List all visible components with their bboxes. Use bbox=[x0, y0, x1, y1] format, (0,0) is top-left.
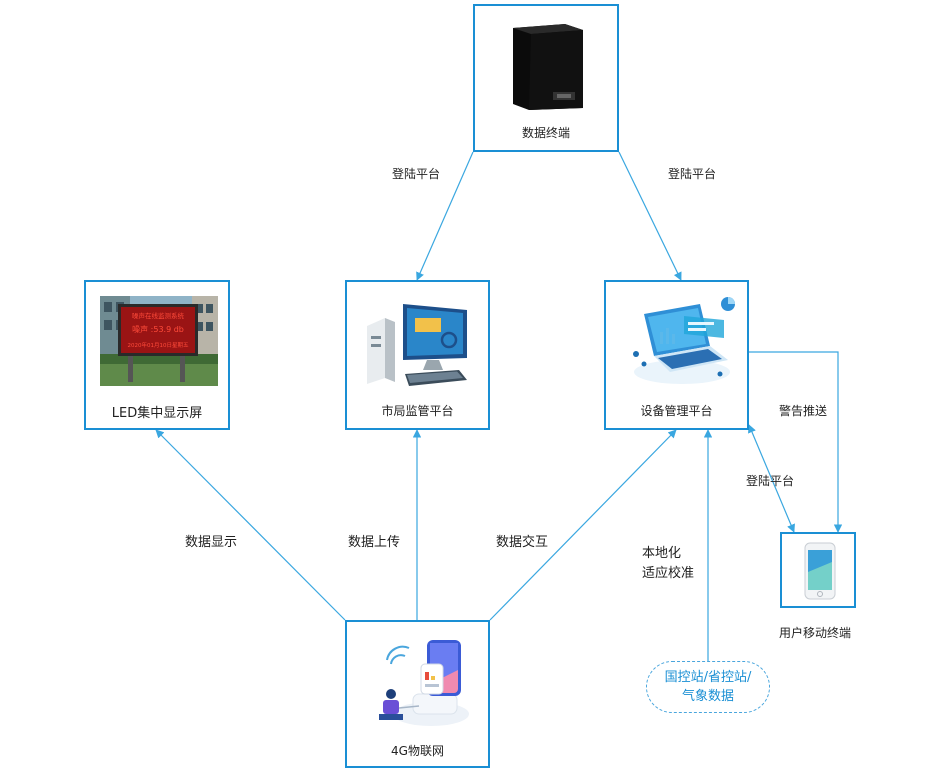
edge-label-terminal-device: 登陆平台 bbox=[668, 167, 717, 181]
data-terminal-label: 数据终端 bbox=[521, 126, 570, 140]
stations-source: 国控站/省控站/ 气象数据 bbox=[646, 661, 770, 713]
device-platform-label: 设备管理平台 bbox=[640, 404, 713, 418]
edge-label-device-mobile: 登陆平台 bbox=[746, 474, 795, 488]
edge-label-data-upload: 数据上传 bbox=[348, 535, 401, 550]
city-bureau-node: 市局监管平台 bbox=[345, 280, 490, 430]
desktop-computer-icon bbox=[367, 304, 467, 386]
led-label: LED集中显示屏 bbox=[111, 406, 203, 421]
data-terminal-node: 数据终端 bbox=[473, 4, 619, 152]
city-bureau-label: 市局监管平台 bbox=[381, 404, 454, 418]
edge-terminal-device bbox=[618, 151, 682, 281]
server-tower-icon bbox=[513, 24, 583, 110]
calibration-line-1: 本地化 bbox=[642, 546, 682, 561]
edge-device-mobile bbox=[748, 424, 795, 533]
mobile-label: 用户移动终端 bbox=[779, 626, 852, 640]
edge-label-data-exchange: 数据交互 bbox=[496, 535, 549, 550]
edge-terminal-bureau bbox=[416, 151, 474, 281]
led-billboard-icon: 噪声在线监测系统 噪声 :53.9 db 2020年01月10日星期五 bbox=[100, 296, 218, 386]
mobile-node bbox=[780, 532, 856, 608]
led-line-3: 2020年01月10日星期五 bbox=[128, 341, 189, 349]
edge-label-terminal-bureau: 登陆平台 bbox=[392, 167, 441, 181]
calibration-line-2: 适应校准 bbox=[642, 566, 695, 581]
led-line-2: 噪声 :53.9 db bbox=[132, 324, 184, 334]
device-platform-node: 设备管理平台 bbox=[604, 280, 749, 430]
iot-node: 4G物联网 bbox=[345, 620, 490, 768]
smartphone-icon bbox=[804, 542, 836, 600]
iot-device-icon bbox=[379, 640, 469, 726]
laptop-dashboard-icon bbox=[633, 297, 735, 384]
led-node: 噪声在线监测系统 噪声 :53.9 db 2020年01月10日星期五 LED集… bbox=[84, 280, 230, 430]
stations-line-1: 国控站/省控站/ bbox=[664, 670, 752, 685]
edge-label-data-display: 数据显示 bbox=[185, 535, 238, 550]
edge-iot-led bbox=[155, 429, 346, 621]
edge-iot-device bbox=[489, 429, 677, 621]
edge-alarm-push bbox=[749, 351, 843, 533]
edge-label-calibration: 本地化 适应校准 bbox=[642, 544, 694, 584]
iot-label: 4G物联网 bbox=[391, 744, 444, 758]
edge-label-alarm-push: 警告推送 bbox=[779, 404, 828, 418]
led-line-1: 噪声在线监测系统 bbox=[132, 311, 185, 320]
stations-line-2: 气象数据 bbox=[681, 689, 734, 704]
